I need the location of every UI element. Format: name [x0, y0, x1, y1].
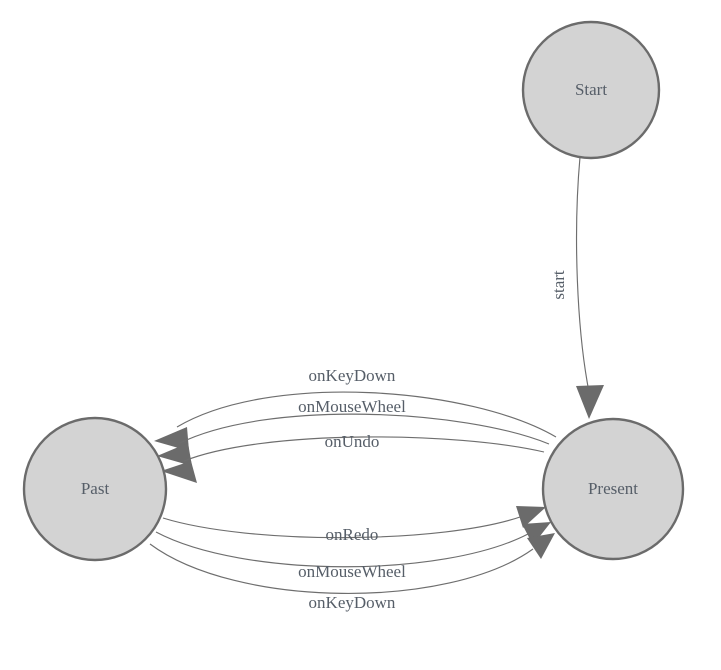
- edge-path-p2p-2: [179, 413, 550, 445]
- node-start-shape: [521, 20, 661, 160]
- node-past-shape: [22, 416, 168, 562]
- edge-past-to-present-onmousewheel[interactable]: [155, 522, 551, 568]
- edge-past-to-present-onkeydown[interactable]: [149, 533, 555, 594]
- edge-path-p2p-5: [155, 531, 529, 568]
- edge-present-to-past-onkeydown[interactable]: [154, 391, 557, 451]
- edge-label-onmousewheel-lower: onMouseWheel: [298, 562, 406, 581]
- node-past-label: Past: [81, 479, 110, 498]
- edge-layer: [149, 156, 604, 594]
- edge-path-p2p-4: [162, 515, 524, 539]
- edge-label-onmousewheel-upper: onMouseWheel: [298, 397, 406, 416]
- node-past[interactable]: Past: [22, 416, 168, 562]
- arrow-head-p2p-5: [522, 522, 551, 545]
- edge-label-onkeydown-lower: onKeyDown: [309, 593, 396, 612]
- arrow-head-p2p-2: [157, 443, 192, 466]
- node-present[interactable]: Present: [541, 417, 685, 561]
- node-present-label: Present: [588, 479, 638, 498]
- edge-present-to-past-onmousewheel[interactable]: [157, 413, 550, 466]
- node-present-shape: [541, 417, 685, 561]
- edge-path-p2p-6: [149, 543, 534, 594]
- arrow-head-p2p-6: [527, 533, 555, 559]
- node-start[interactable]: Start: [521, 20, 661, 160]
- arrow-head-start-present: [576, 385, 604, 419]
- edge-label-onkeydown-upper: onKeyDown: [309, 366, 396, 385]
- node-layer: Start Past Present: [22, 20, 685, 562]
- edge-label-layer: start onKeyDown onMouseWheel onUndo onRe…: [298, 270, 568, 612]
- arrow-head-p2p-4: [516, 506, 546, 528]
- edge-past-to-present-onredo[interactable]: [162, 506, 546, 539]
- edge-path-p2p-1: [176, 391, 557, 438]
- node-start-label: Start: [575, 80, 607, 99]
- edge-present-to-past-onundo[interactable]: [161, 436, 545, 483]
- arrow-head-p2p-1: [154, 427, 189, 451]
- edge-start-to-present[interactable]: [575, 156, 604, 419]
- edge-label-onredo: onRedo: [326, 525, 379, 544]
- edge-label-onundo: onUndo: [325, 432, 380, 451]
- edge-path-start-present: [575, 156, 590, 393]
- arrow-head-p2p-3: [161, 461, 197, 483]
- edge-label-start: start: [549, 270, 568, 300]
- edge-path-p2p-3: [183, 436, 545, 462]
